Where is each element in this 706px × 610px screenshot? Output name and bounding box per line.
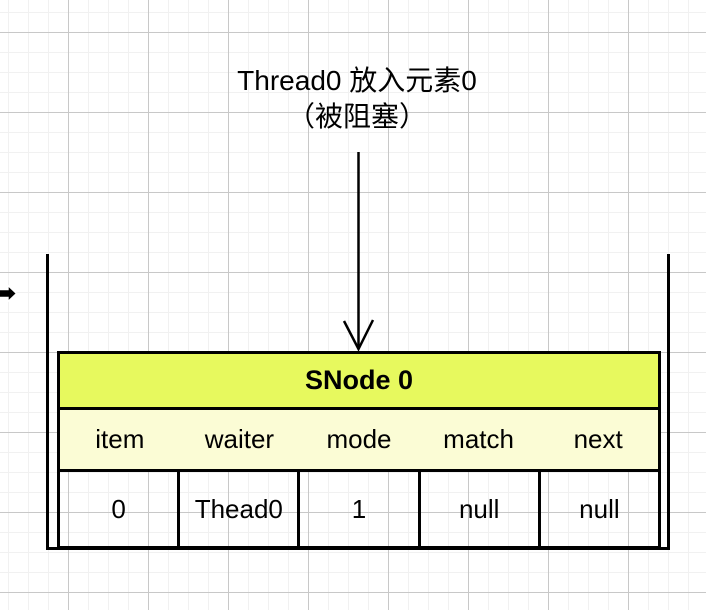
value-item: 0 bbox=[111, 493, 126, 524]
annotation-text: Thread0 放入元素0 （被阻塞） bbox=[157, 63, 557, 135]
value-waiter: Thead0 bbox=[177, 472, 297, 546]
value-mode: 1 bbox=[297, 472, 417, 546]
down-arrow-icon bbox=[342, 152, 375, 352]
field-label-match: match bbox=[443, 424, 514, 454]
value-next: null bbox=[537, 472, 658, 546]
edge-right-arrow-icon bbox=[0, 284, 18, 303]
value-match: null bbox=[417, 472, 538, 546]
snode-fields-row: item waiter mode match next bbox=[57, 410, 661, 472]
annotation-line-1: Thread0 放入元素0 bbox=[237, 65, 477, 96]
snode-header: SNode 0 bbox=[57, 351, 661, 410]
field-label-item: item bbox=[95, 424, 145, 454]
field-label-mode: mode bbox=[326, 424, 392, 454]
annotation-line-2: （被阻塞） bbox=[286, 101, 427, 132]
field-label-waiter: waiter bbox=[204, 424, 275, 454]
snode-values-row: 0 Thead0 1 null null bbox=[57, 472, 661, 549]
field-label-next: next bbox=[573, 424, 623, 454]
container-right-wall bbox=[667, 254, 670, 550]
container-left-wall bbox=[46, 254, 49, 550]
snode-table: SNode 0 item waiter mode match next 0 Th… bbox=[57, 351, 661, 549]
